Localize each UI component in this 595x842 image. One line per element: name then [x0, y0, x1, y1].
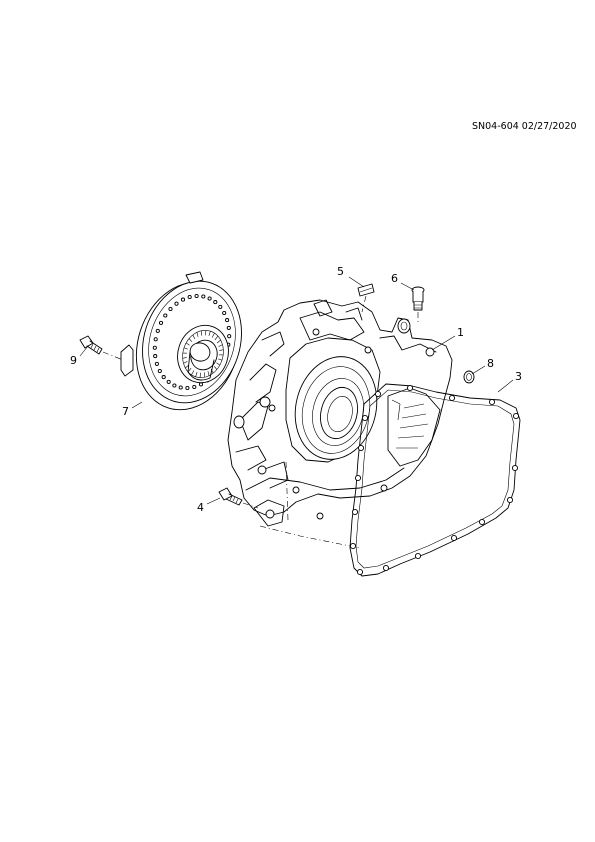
converter-spline-tooth [216, 339, 221, 344]
converter-spline-tooth [192, 334, 196, 340]
callout-3: 3 [515, 370, 522, 383]
gasket-bolt-hole [374, 390, 382, 398]
callout-8: 8 [487, 357, 494, 370]
converter-rivet [174, 301, 179, 306]
converter-rivet [187, 294, 192, 300]
converter-rivet [152, 345, 157, 350]
converter-spline-tooth [218, 358, 223, 361]
converter-spline-tooth [216, 362, 221, 366]
gasket-bolt-hole [349, 542, 357, 550]
converter-spline-tooth [218, 344, 223, 347]
converter-spline-tooth [214, 335, 219, 341]
converter-rivet [166, 379, 171, 384]
converter-rivet [158, 320, 164, 325]
gasket-bolt-hole [478, 518, 486, 526]
converter-spline-tooth [213, 366, 218, 370]
gasket-bolt-hole [450, 534, 458, 542]
speed-sensor-clip [357, 283, 375, 313]
converter-spline-tooth [195, 372, 198, 377]
seal-ring [463, 370, 475, 384]
callout-9: 9 [70, 354, 77, 367]
gasket-bolt-hole [406, 384, 414, 392]
converter-spline-tooth [208, 331, 211, 336]
converter-rivet [172, 383, 177, 388]
converter-rivet [213, 300, 218, 305]
converter-rivet [153, 354, 158, 359]
callout-7: 7 [122, 405, 129, 418]
gasket-bolt-hole [354, 474, 362, 482]
converter-rivet [194, 293, 199, 299]
converter-spline-tooth [219, 349, 224, 351]
callout-1: 1 [457, 326, 464, 339]
gasket-bolt-hole [414, 552, 422, 560]
converter-spline-tooth [205, 330, 207, 336]
converter-spline-tooth [196, 332, 199, 337]
converter-rivet [201, 294, 206, 299]
gasket [349, 383, 521, 577]
converter-spline-tooth [182, 357, 187, 359]
converter-spline-tooth [183, 347, 188, 350]
converter-bolt [79, 335, 124, 361]
converter-rivet [168, 306, 173, 312]
converter-rivet [222, 310, 227, 316]
converter-spline-tooth [185, 342, 190, 346]
converter-spline-tooth [187, 367, 192, 373]
converter-rivet [218, 304, 223, 309]
converter-rivet [227, 334, 232, 339]
gasket-bolt-hole [356, 568, 364, 576]
gasket-bolt-hole [512, 412, 520, 420]
converter-rivet [226, 325, 231, 330]
converter-rivet [157, 368, 162, 374]
callout-6: 6 [391, 272, 398, 285]
gasket-bolt-hole [448, 394, 456, 402]
transmission-case [227, 299, 453, 549]
converter-spline-tooth [199, 372, 201, 378]
converter-spline-tooth [211, 332, 215, 338]
gasket-bolt-hole [506, 496, 514, 504]
converter-rivet [155, 328, 160, 333]
converter-spline-tooth [188, 338, 193, 342]
gasket-bolt-hole [488, 398, 496, 406]
gasket-bolt-hole [357, 444, 365, 452]
converter-rivet [180, 297, 186, 302]
torque-converter [120, 271, 242, 411]
gasket-bolt-hole [361, 414, 369, 422]
callout-4: 4 [197, 501, 204, 514]
converter-spline-tooth [183, 361, 188, 364]
converter-rivet [198, 382, 204, 387]
converter-spline-tooth [191, 370, 195, 376]
gasket-bolt-hole [511, 464, 519, 472]
converter-rivet [192, 384, 197, 390]
gasket-bolt-hole [351, 508, 359, 516]
converter-rivet [154, 361, 159, 366]
case-bolt [218, 487, 259, 509]
converter-rivet [178, 385, 183, 390]
converter-rivet [225, 318, 230, 323]
converter-rivet [161, 375, 166, 380]
converter-spline-tooth [207, 371, 210, 376]
converter-rivet [207, 296, 212, 301]
converter-rivet [163, 313, 168, 318]
gasket-bolt-hole [382, 564, 390, 572]
diagram-reference-code: SN04-604 02/27/2020 [472, 121, 577, 132]
fill-plug [411, 286, 425, 324]
callout-5: 5 [337, 265, 344, 278]
converter-rivet [153, 337, 158, 342]
converter-rivet [185, 385, 190, 391]
